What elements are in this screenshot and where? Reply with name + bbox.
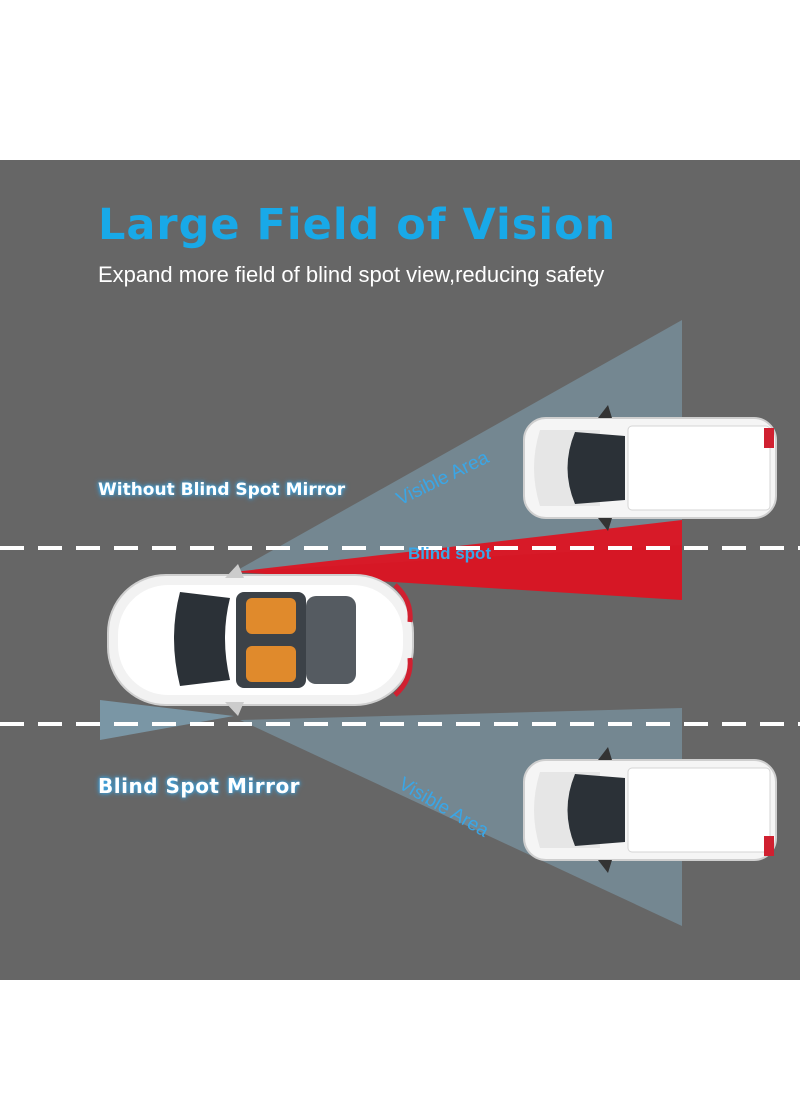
mirror-reflection-left — [100, 700, 234, 740]
diagram-scene: Large Field of Vision Expand more field … — [0, 160, 800, 980]
van-top — [523, 405, 777, 531]
without-mirror-label: Without Blind Spot Mirror — [98, 480, 346, 500]
page-subtitle: Expand more field of blind spot view,red… — [98, 262, 605, 287]
convertible-car — [107, 564, 414, 716]
van-bottom — [523, 747, 777, 873]
with-mirror-label: Blind Spot Mirror — [98, 774, 301, 798]
page-title: Large Field of Vision — [98, 200, 617, 250]
blind-spot-wedge — [234, 520, 682, 600]
blind-spot-label: Blind spot — [408, 544, 492, 563]
road-illustration — [0, 320, 800, 926]
